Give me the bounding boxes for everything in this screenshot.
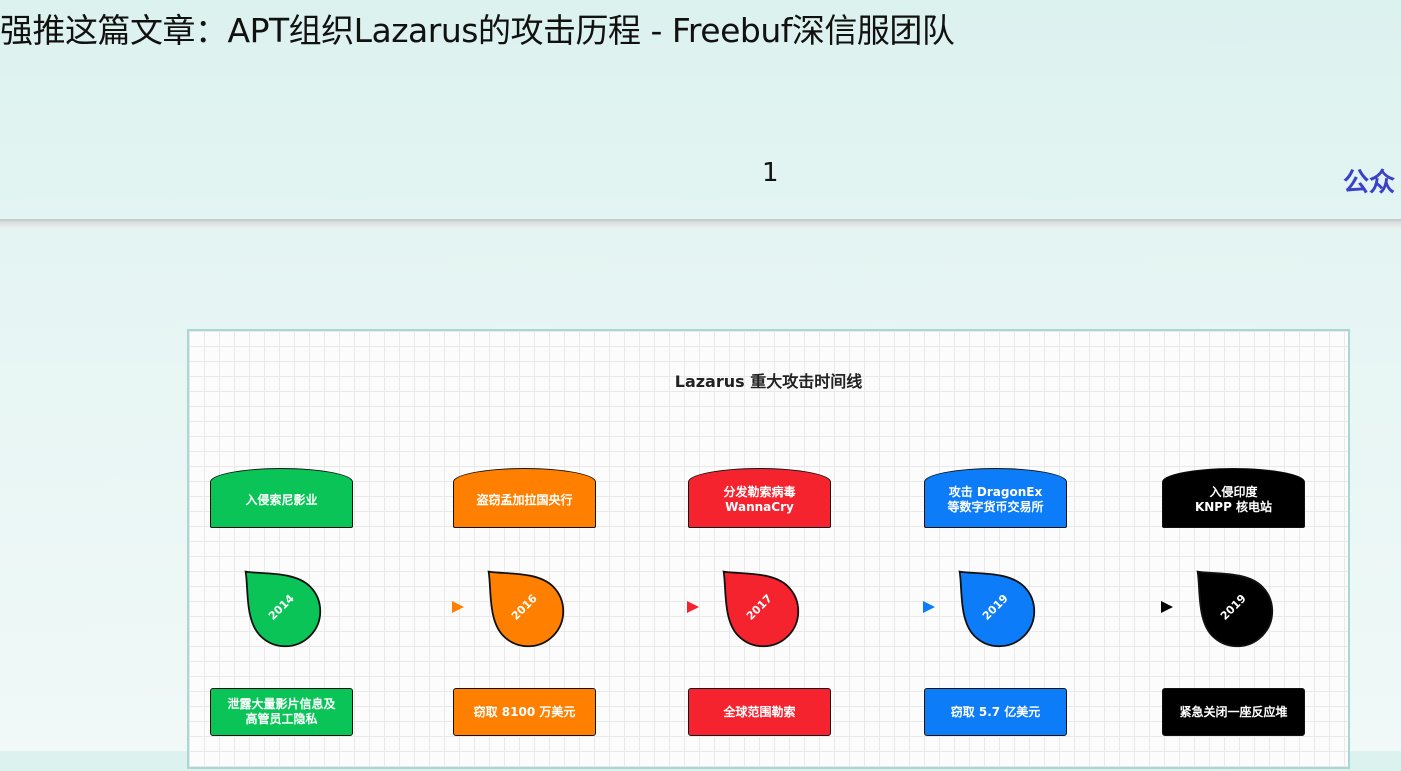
timeline-arrow-head-1 xyxy=(452,601,464,613)
slide-title: 强推这篇文章：APT组织Lazarus的攻击历程 - Freebuf深信服团队 xyxy=(0,11,955,50)
header-divider xyxy=(0,219,1401,229)
result-card-4: 窃取 5.7 亿美元 xyxy=(924,688,1067,736)
result-card-2: 窃取 8100 万美元 xyxy=(453,688,596,736)
event-card-1: 入侵索尼影业 xyxy=(210,468,353,528)
result-card-5: 紧急关闭一座反应堆 xyxy=(1162,688,1305,736)
result-card-1: 泄露大量影片信息及高管员工隐私 xyxy=(210,688,353,736)
year-drop-2 xyxy=(487,570,565,648)
timeline-arrow-head-4 xyxy=(1161,601,1173,613)
slide-header: 强推这篇文章：APT组织Lazarus的攻击历程 - Freebuf深信服团队 … xyxy=(0,0,1401,220)
result-card-3: 全球范围勒索 xyxy=(688,688,831,736)
page-number: 1 xyxy=(762,158,779,188)
event-card-2: 盗窃孟加拉国央行 xyxy=(453,468,596,528)
year-drop-4 xyxy=(958,570,1036,648)
year-drop-1 xyxy=(244,570,322,648)
timeline-arrow-head-2 xyxy=(687,601,699,613)
wechat-account-tag: 公众 xyxy=(1343,168,1396,198)
year-drop-5 xyxy=(1196,570,1274,648)
timeline-arrow-head-3 xyxy=(923,601,935,613)
diagram-title: Lazarus 重大攻击时间线 xyxy=(674,372,863,391)
year-drop-3 xyxy=(722,570,800,648)
